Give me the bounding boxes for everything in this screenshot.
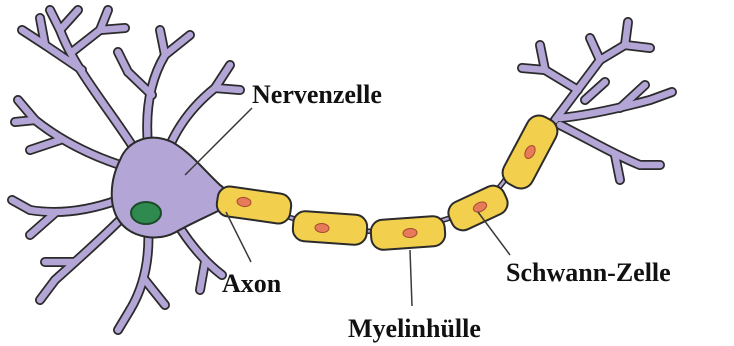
- label-axon: Axon: [222, 269, 282, 298]
- myelin-segment: [215, 185, 292, 225]
- label-myelin: Myelinhülle: [348, 314, 481, 343]
- label-nerve-cell: Nervenzelle: [252, 80, 382, 109]
- nucleus: [131, 202, 161, 224]
- myelin-segment: [498, 111, 562, 193]
- cell-body: [112, 138, 229, 238]
- leader-line-myelin: [410, 250, 412, 306]
- leader-line-nerve-cell: [185, 108, 252, 175]
- leader-line-schwann: [478, 212, 510, 255]
- myelin-segment: [370, 215, 446, 250]
- myelin-segment: [292, 210, 368, 245]
- label-schwann: Schwann-Zelle: [506, 258, 671, 287]
- myelin-segment: [444, 182, 511, 235]
